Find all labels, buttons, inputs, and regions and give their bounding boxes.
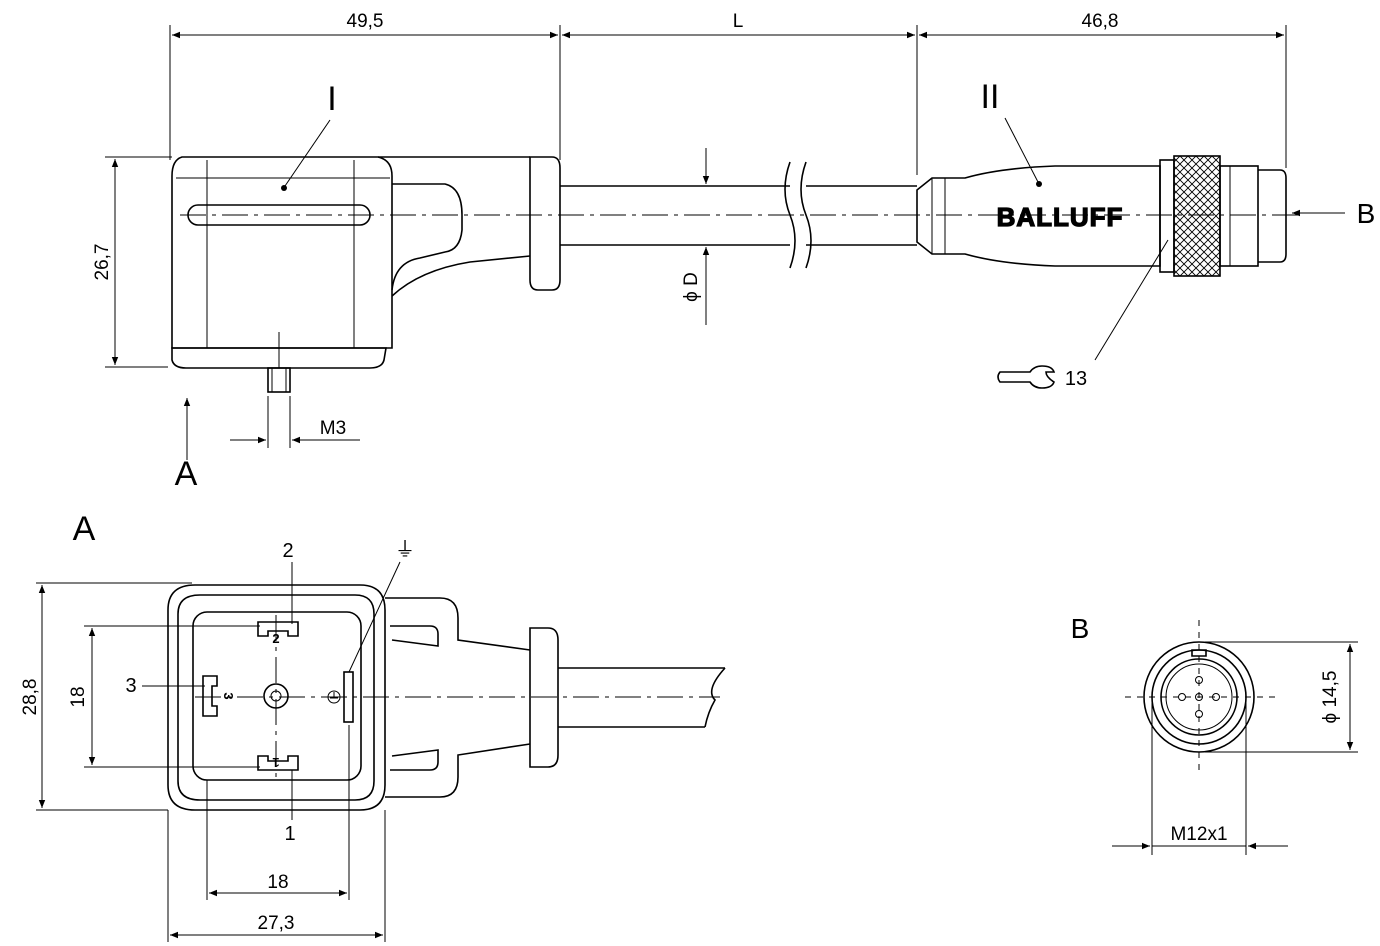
cable <box>560 161 917 269</box>
housing-height-label: 26,7 <box>92 244 113 281</box>
connector-diameter-label: ϕ 14,5 <box>1320 671 1341 724</box>
part-one-label: I <box>327 80 336 118</box>
dimension-face-height: 28,8 <box>20 585 46 808</box>
dimension-housing-height: 26,7 <box>92 159 119 365</box>
dimension-pin-spacing-horizontal: 18 <box>209 872 347 897</box>
ground-symbol-label: ⏚ <box>395 539 415 561</box>
pin-3-label: 3 <box>125 675 136 697</box>
brand-logo: BALLUFF <box>997 202 1124 232</box>
dimension-connector-thread: M12x1 <box>1112 824 1288 850</box>
dimension-cable-length: L <box>562 11 915 39</box>
dimension-connector-diameter: ϕ 14,5 <box>1320 644 1354 750</box>
view-b: B ϕ 14,5 M12x1 <box>1071 613 1358 855</box>
dimension-housing-length: 49,5 <box>172 11 558 39</box>
cable-diameter-label: ϕ D <box>681 272 702 302</box>
screw-thread-label: M3 <box>320 418 346 439</box>
knurled-nut <box>1173 155 1221 277</box>
dimension-cable-diameter: ϕ D <box>681 148 710 325</box>
svg-text:2: 2 <box>272 631 279 646</box>
view-b-arrow: B <box>1292 198 1375 229</box>
part-two-label: II <box>981 78 1000 116</box>
view-a-arrow: A <box>175 398 198 493</box>
pin-1-label: 1 <box>284 823 295 845</box>
pin-spacing-horizontal-label: 18 <box>267 872 288 893</box>
wrench-size-callout: 13 <box>997 239 1169 390</box>
pin-spacing-vertical-label: 18 <box>68 686 89 707</box>
view-a-title: A <box>73 510 96 548</box>
view-b-title: B <box>1071 613 1090 644</box>
connector-thread-label: M12x1 <box>1170 824 1227 845</box>
pin-1-contact: 1 <box>257 755 299 771</box>
view-b-arrow-label: B <box>1357 198 1376 229</box>
housing-length-label: 49,5 <box>347 11 384 32</box>
open-end-wrench-icon <box>997 365 1056 389</box>
svg-text:1: 1 <box>272 755 279 770</box>
pin-3-contact: 3 <box>202 675 236 717</box>
pin-2-label: 2 <box>282 540 293 562</box>
wrench-size-label: 13 <box>1065 368 1087 390</box>
view-a: A 2 1 3 <box>20 510 726 942</box>
dimension-pin-spacing-vertical: 18 <box>68 628 96 765</box>
connector-length-label: 46,8 <box>1082 11 1119 32</box>
cable-length-label: L <box>733 11 744 32</box>
dimension-screw-thread: M3 <box>230 396 360 448</box>
face-height-label: 28,8 <box>20 679 41 716</box>
valve-connector-housing <box>171 156 561 393</box>
m12-connector: BALLUFF <box>916 155 1287 277</box>
dimension-connector-length: 46,8 <box>919 11 1284 39</box>
dimension-face-width: 27,3 <box>170 913 383 939</box>
side-view: 49,5 L 46,8 26,7 <box>92 11 1375 493</box>
part-one-callout: I <box>281 80 337 191</box>
ground-contact <box>327 671 354 723</box>
svg-text:3: 3 <box>221 692 236 699</box>
pin-2-contact: 2 <box>257 621 299 646</box>
view-a-arrow-label: A <box>175 455 198 493</box>
face-width-label: 27,3 <box>258 913 295 934</box>
part-two-callout: II <box>981 78 1042 187</box>
